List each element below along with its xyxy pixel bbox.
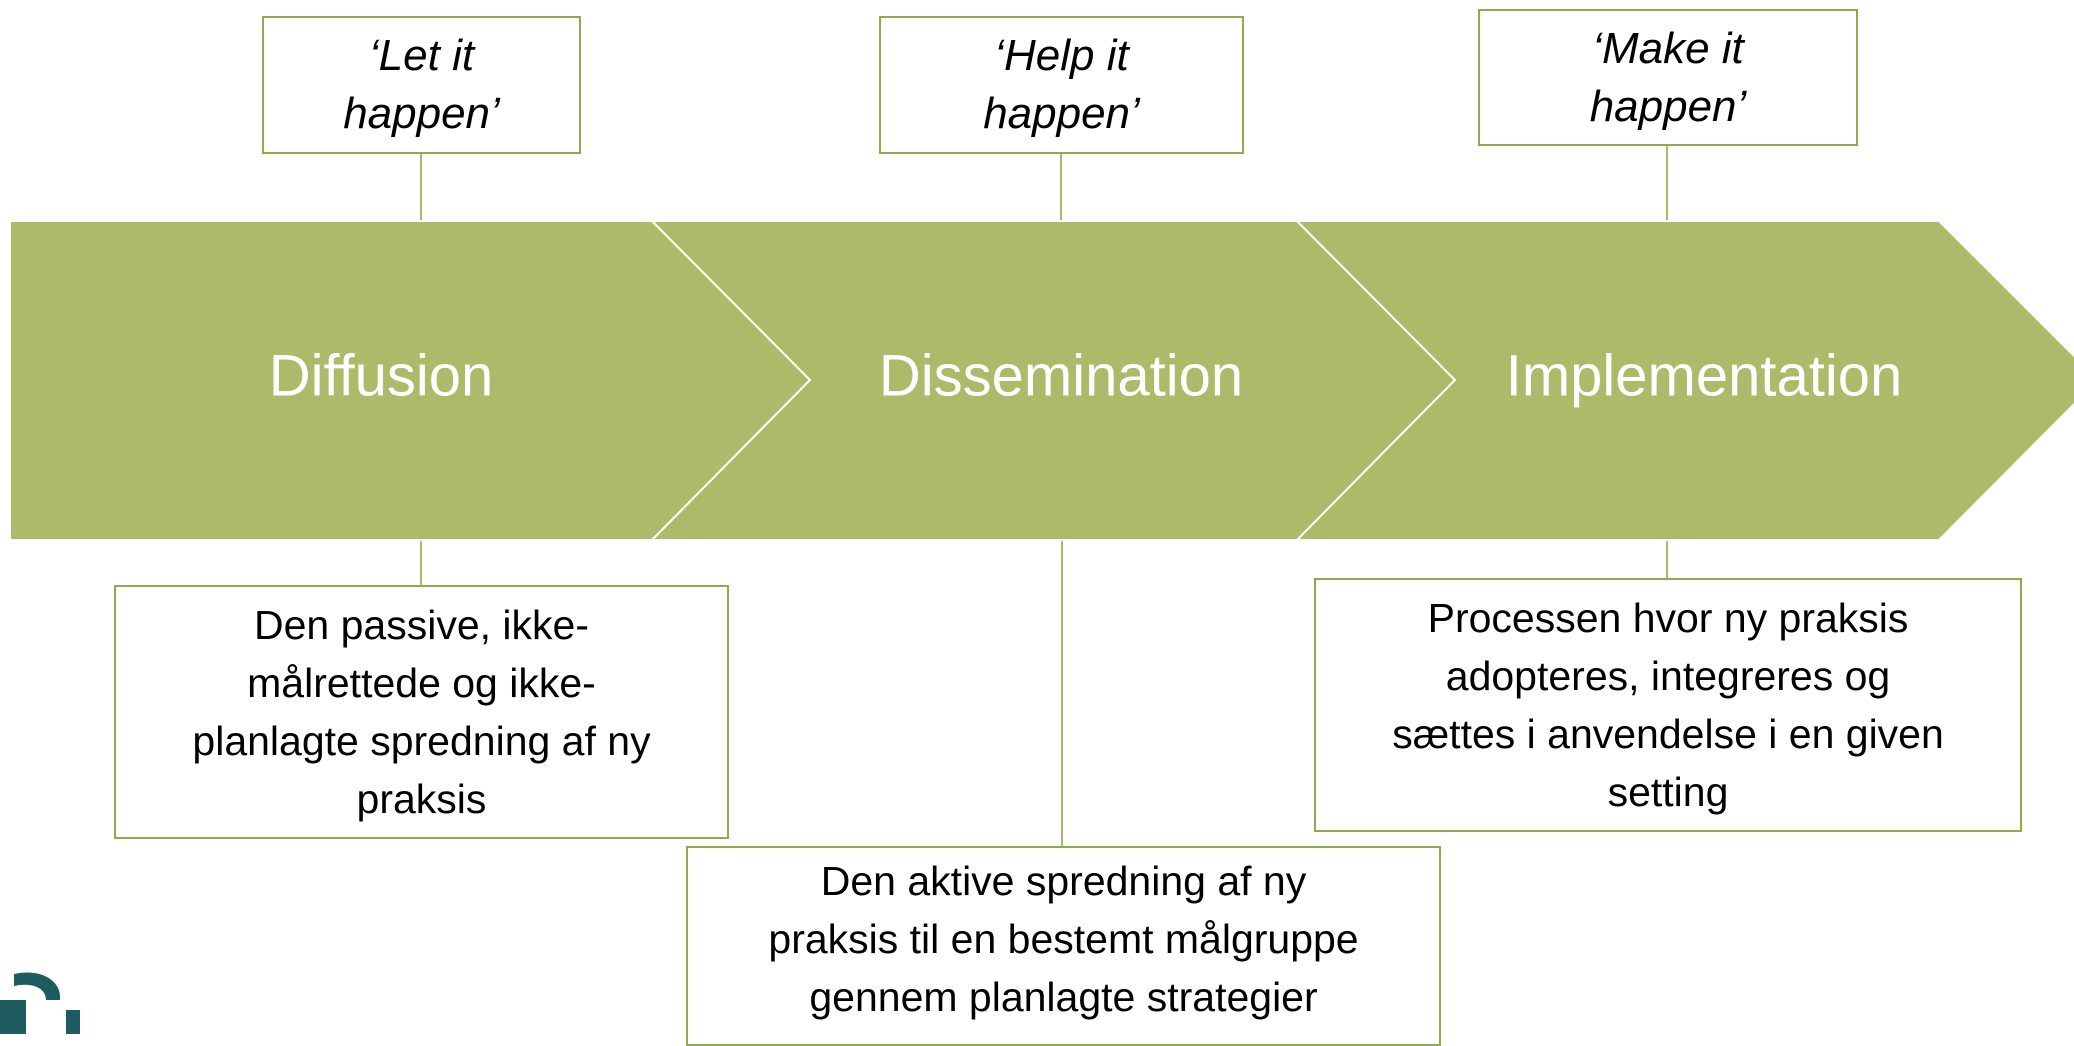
chevron-arrow: [9, 220, 2074, 541]
motto-box-diffusion: ‘Let it happen’: [262, 16, 581, 154]
description-text-diffusion: Den passive, ikke- målrettede og ikke- p…: [192, 602, 651, 822]
stage-label-dissemination: Dissemination: [879, 343, 1243, 408]
motto-text-diffusion: ‘Let it happen’: [343, 31, 500, 138]
description-text-dissemination: Den aktive spredning af ny praksis til e…: [768, 858, 1359, 1020]
description-box-dissemination: Den aktive spredning af ny praksis til e…: [686, 846, 1441, 1046]
description-box-implementation: Processen hvor ny praksis adopteres, int…: [1314, 578, 2022, 832]
description-box-diffusion: Den passive, ikke- målrettede og ikke- p…: [114, 585, 729, 839]
stage-label-implementation: Implementation: [1506, 343, 1903, 408]
logo-icon: [0, 972, 80, 1034]
motto-box-dissemination: ‘Help it happen’: [879, 16, 1244, 154]
motto-box-implementation: ‘Make it happen’: [1478, 9, 1858, 146]
chevron-implementation: [1294, 220, 2074, 541]
motto-text-dissemination: ‘Help it happen’: [983, 31, 1140, 138]
stage-label-diffusion: Diffusion: [269, 343, 494, 408]
description-text-implementation: Processen hvor ny praksis adopteres, int…: [1392, 595, 1944, 815]
connector-lines: [420, 146, 1668, 846]
motto-text-implementation: ‘Make it happen’: [1589, 23, 1747, 131]
